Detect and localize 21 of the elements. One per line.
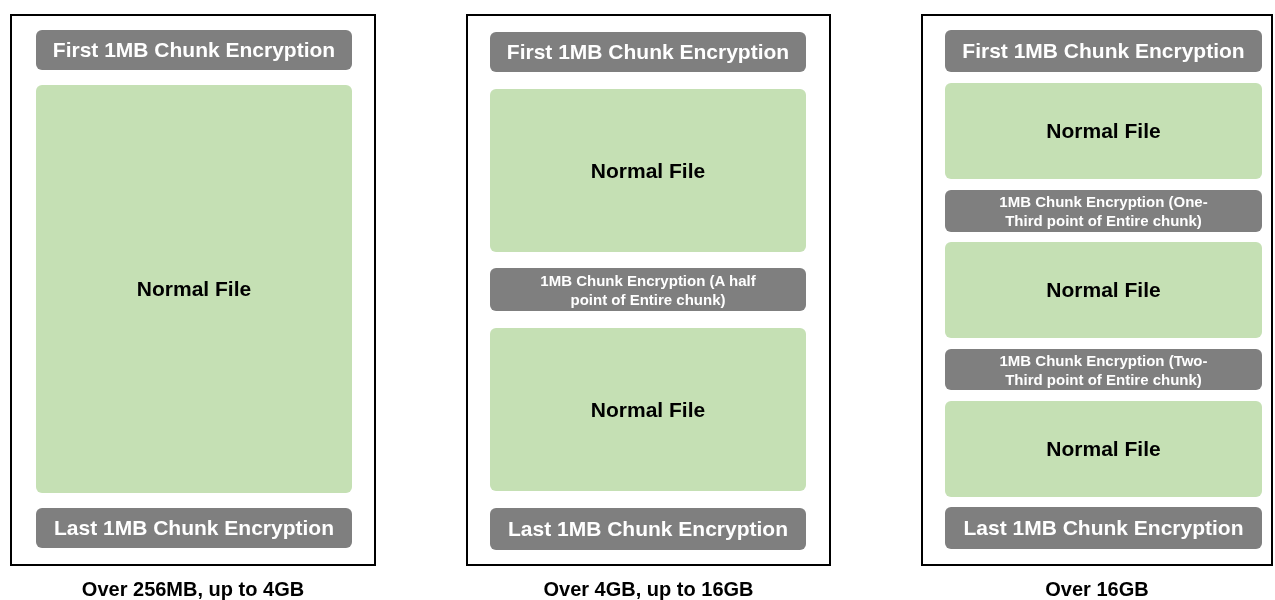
file-layout-panel	[921, 14, 1273, 566]
panel-caption: Over 4GB, up to 16GB	[542, 578, 755, 600]
encrypted-chunk-block: 1MB Chunk Encryption (Two-Third point of Entire chunk)	[945, 349, 1262, 390]
encrypted-chunk-block: 1MB Chunk Encryption (A half point of Entire chunk)	[490, 268, 806, 311]
file-layout-panel	[10, 14, 376, 566]
encrypted-chunk-block: Last 1MB Chunk Encryption	[945, 507, 1262, 549]
encrypted-chunk-block: First 1MB Chunk Encryption	[490, 32, 806, 72]
encrypted-chunk-block: Last 1MB Chunk Encryption	[490, 508, 806, 550]
encrypted-chunk-block: Last 1MB Chunk Encryption	[36, 508, 352, 548]
encrypted-chunk-block: First 1MB Chunk Encryption	[945, 30, 1262, 72]
normal-file-block: Normal File	[490, 328, 806, 491]
normal-file-block: Normal File	[490, 89, 806, 252]
encrypted-chunk-block: 1MB Chunk Encryption (One-Third point of Entire chunk)	[945, 190, 1262, 232]
encrypted-chunk-block: First 1MB Chunk Encryption	[36, 30, 352, 70]
normal-file-block: Normal File	[945, 83, 1262, 179]
panel-caption: Over 16GB	[1044, 578, 1150, 600]
normal-file-block: Normal File	[945, 242, 1262, 338]
panel-caption: Over 256MB, up to 4GB	[80, 578, 306, 600]
normal-file-block: Normal File	[36, 85, 352, 493]
normal-file-block: Normal File	[945, 401, 1262, 497]
file-layout-panel	[466, 14, 831, 566]
